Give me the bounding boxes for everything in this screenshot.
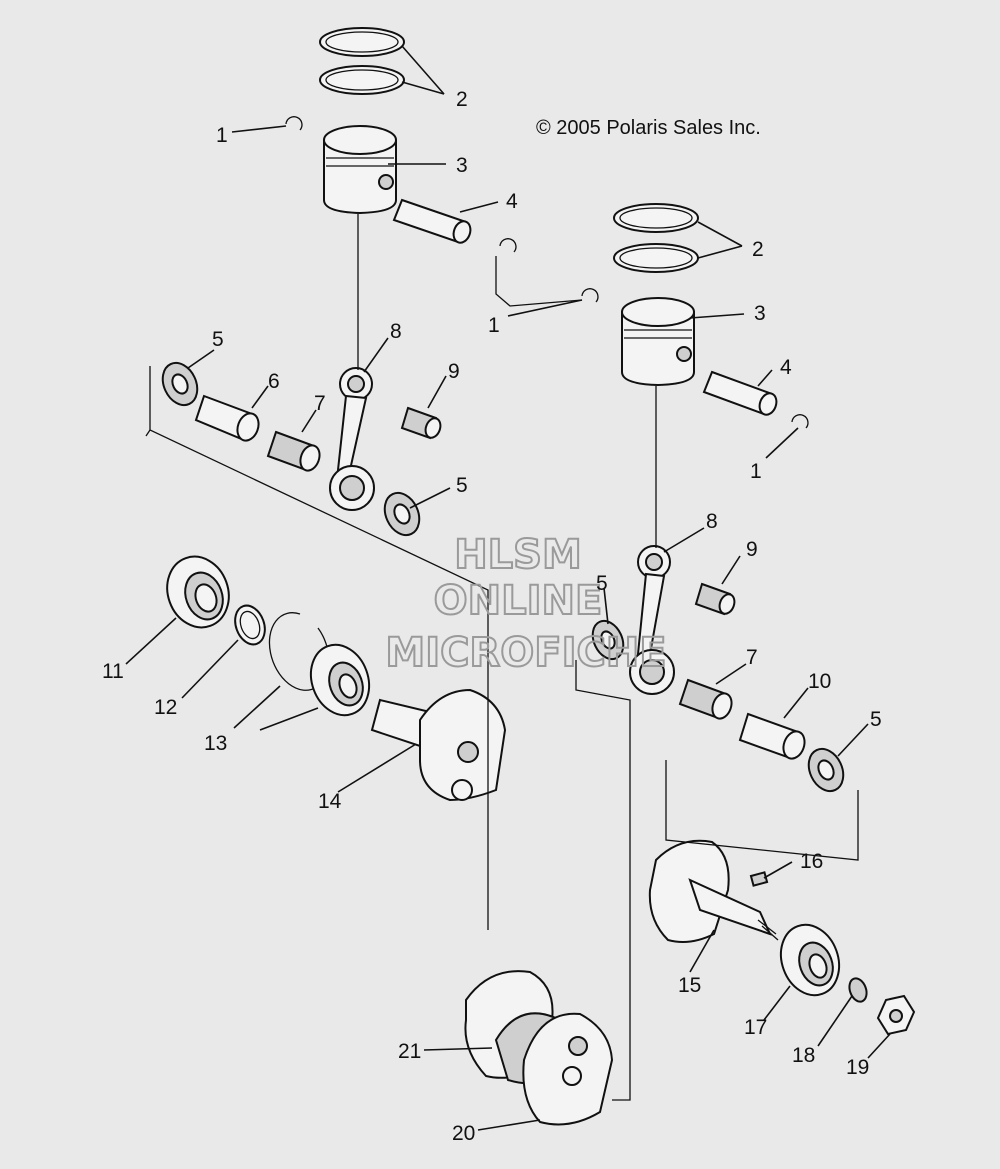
callout-1: 1 — [216, 124, 228, 147]
crank-pin-left — [194, 394, 260, 442]
callout-1: 1 — [488, 314, 500, 337]
callout-3: 3 — [456, 154, 468, 177]
piston-left — [323, 125, 397, 215]
callout-labels: 1 2 3 4 2 3 1 4 1 5 6 7 8 9 5 8 9 5 7 10… — [102, 88, 882, 1145]
callout-8: 8 — [706, 510, 718, 533]
callout-15: 15 — [678, 974, 701, 997]
washer-left-top — [161, 361, 199, 407]
callout-17: 17 — [744, 1016, 767, 1039]
callout-9: 9 — [746, 538, 758, 561]
callout-5: 5 — [456, 474, 468, 497]
circlip-right-1 — [581, 288, 599, 303]
callout-1: 1 — [750, 460, 762, 483]
callout-10: 10 — [808, 670, 831, 693]
connecting-rod-left — [329, 367, 375, 511]
callout-3: 3 — [754, 302, 766, 325]
callout-5: 5 — [596, 572, 608, 595]
main-bearing-13 — [309, 643, 371, 717]
connecting-rod-right — [629, 545, 675, 695]
callout-19: 19 — [846, 1056, 869, 1079]
watermark-line2: ONLINE — [434, 578, 603, 624]
needle-bearing-right-lower — [678, 678, 733, 720]
washer-right-bottom — [807, 747, 845, 793]
nut-19 — [876, 994, 916, 1036]
callout-14: 14 — [318, 790, 342, 813]
callout-4: 4 — [780, 356, 792, 379]
callout-9: 9 — [448, 360, 460, 383]
crankshaft-assembly-20 — [464, 970, 614, 1126]
alignment-lines — [145, 214, 859, 1101]
piston-rings-left — [319, 27, 405, 95]
main-bearing-17 — [779, 923, 841, 997]
callout-7: 7 — [314, 392, 326, 415]
washer-left-bottom — [383, 491, 421, 537]
callout-4: 4 — [506, 190, 518, 213]
snap-ring-12 — [234, 604, 266, 646]
wrist-pin-right — [702, 370, 778, 416]
callout-5: 5 — [870, 708, 882, 731]
circlip-left-1 — [285, 116, 303, 131]
lock-washer-18 — [848, 977, 868, 1003]
wrist-pin-left — [392, 198, 472, 244]
needle-bearing-left-lower — [266, 430, 321, 472]
main-bearing-11 — [166, 555, 230, 629]
piston-rings-right — [613, 203, 699, 273]
piston-right — [621, 297, 695, 387]
copyright-text: © 2005 Polaris Sales Inc. — [536, 117, 761, 139]
needle-bearing-right-upper — [694, 582, 736, 616]
crankshaft-half-15 — [648, 839, 779, 943]
callout-16: 16 — [800, 850, 823, 873]
callout-6: 6 — [268, 370, 280, 393]
callout-7: 7 — [746, 646, 758, 669]
callout-13: 13 — [204, 732, 227, 755]
callout-20: 20 — [452, 1122, 475, 1145]
leader-lines — [125, 45, 891, 1131]
callout-2: 2 — [456, 88, 468, 111]
callout-2: 2 — [752, 238, 764, 261]
callout-8: 8 — [390, 320, 402, 343]
watermark-line1: HLSM — [454, 532, 582, 578]
callout-5: 5 — [212, 328, 224, 351]
crank-pin-right — [738, 712, 806, 760]
callout-12: 12 — [154, 696, 177, 719]
washer-right-top — [591, 619, 625, 661]
circlip-left-2 — [499, 238, 517, 253]
crankshaft-half-14 — [370, 688, 507, 802]
needle-bearing-left-upper — [400, 406, 442, 440]
callout-11: 11 — [102, 660, 124, 683]
circlip-right-2 — [791, 414, 809, 429]
watermark: HLSM ONLINE MICROFICHE — [384, 531, 667, 677]
watermark-line3: MICROFICHE — [385, 630, 666, 676]
woodruff-key-16 — [749, 871, 769, 887]
callout-18: 18 — [792, 1044, 815, 1067]
callout-21: 21 — [398, 1040, 421, 1063]
